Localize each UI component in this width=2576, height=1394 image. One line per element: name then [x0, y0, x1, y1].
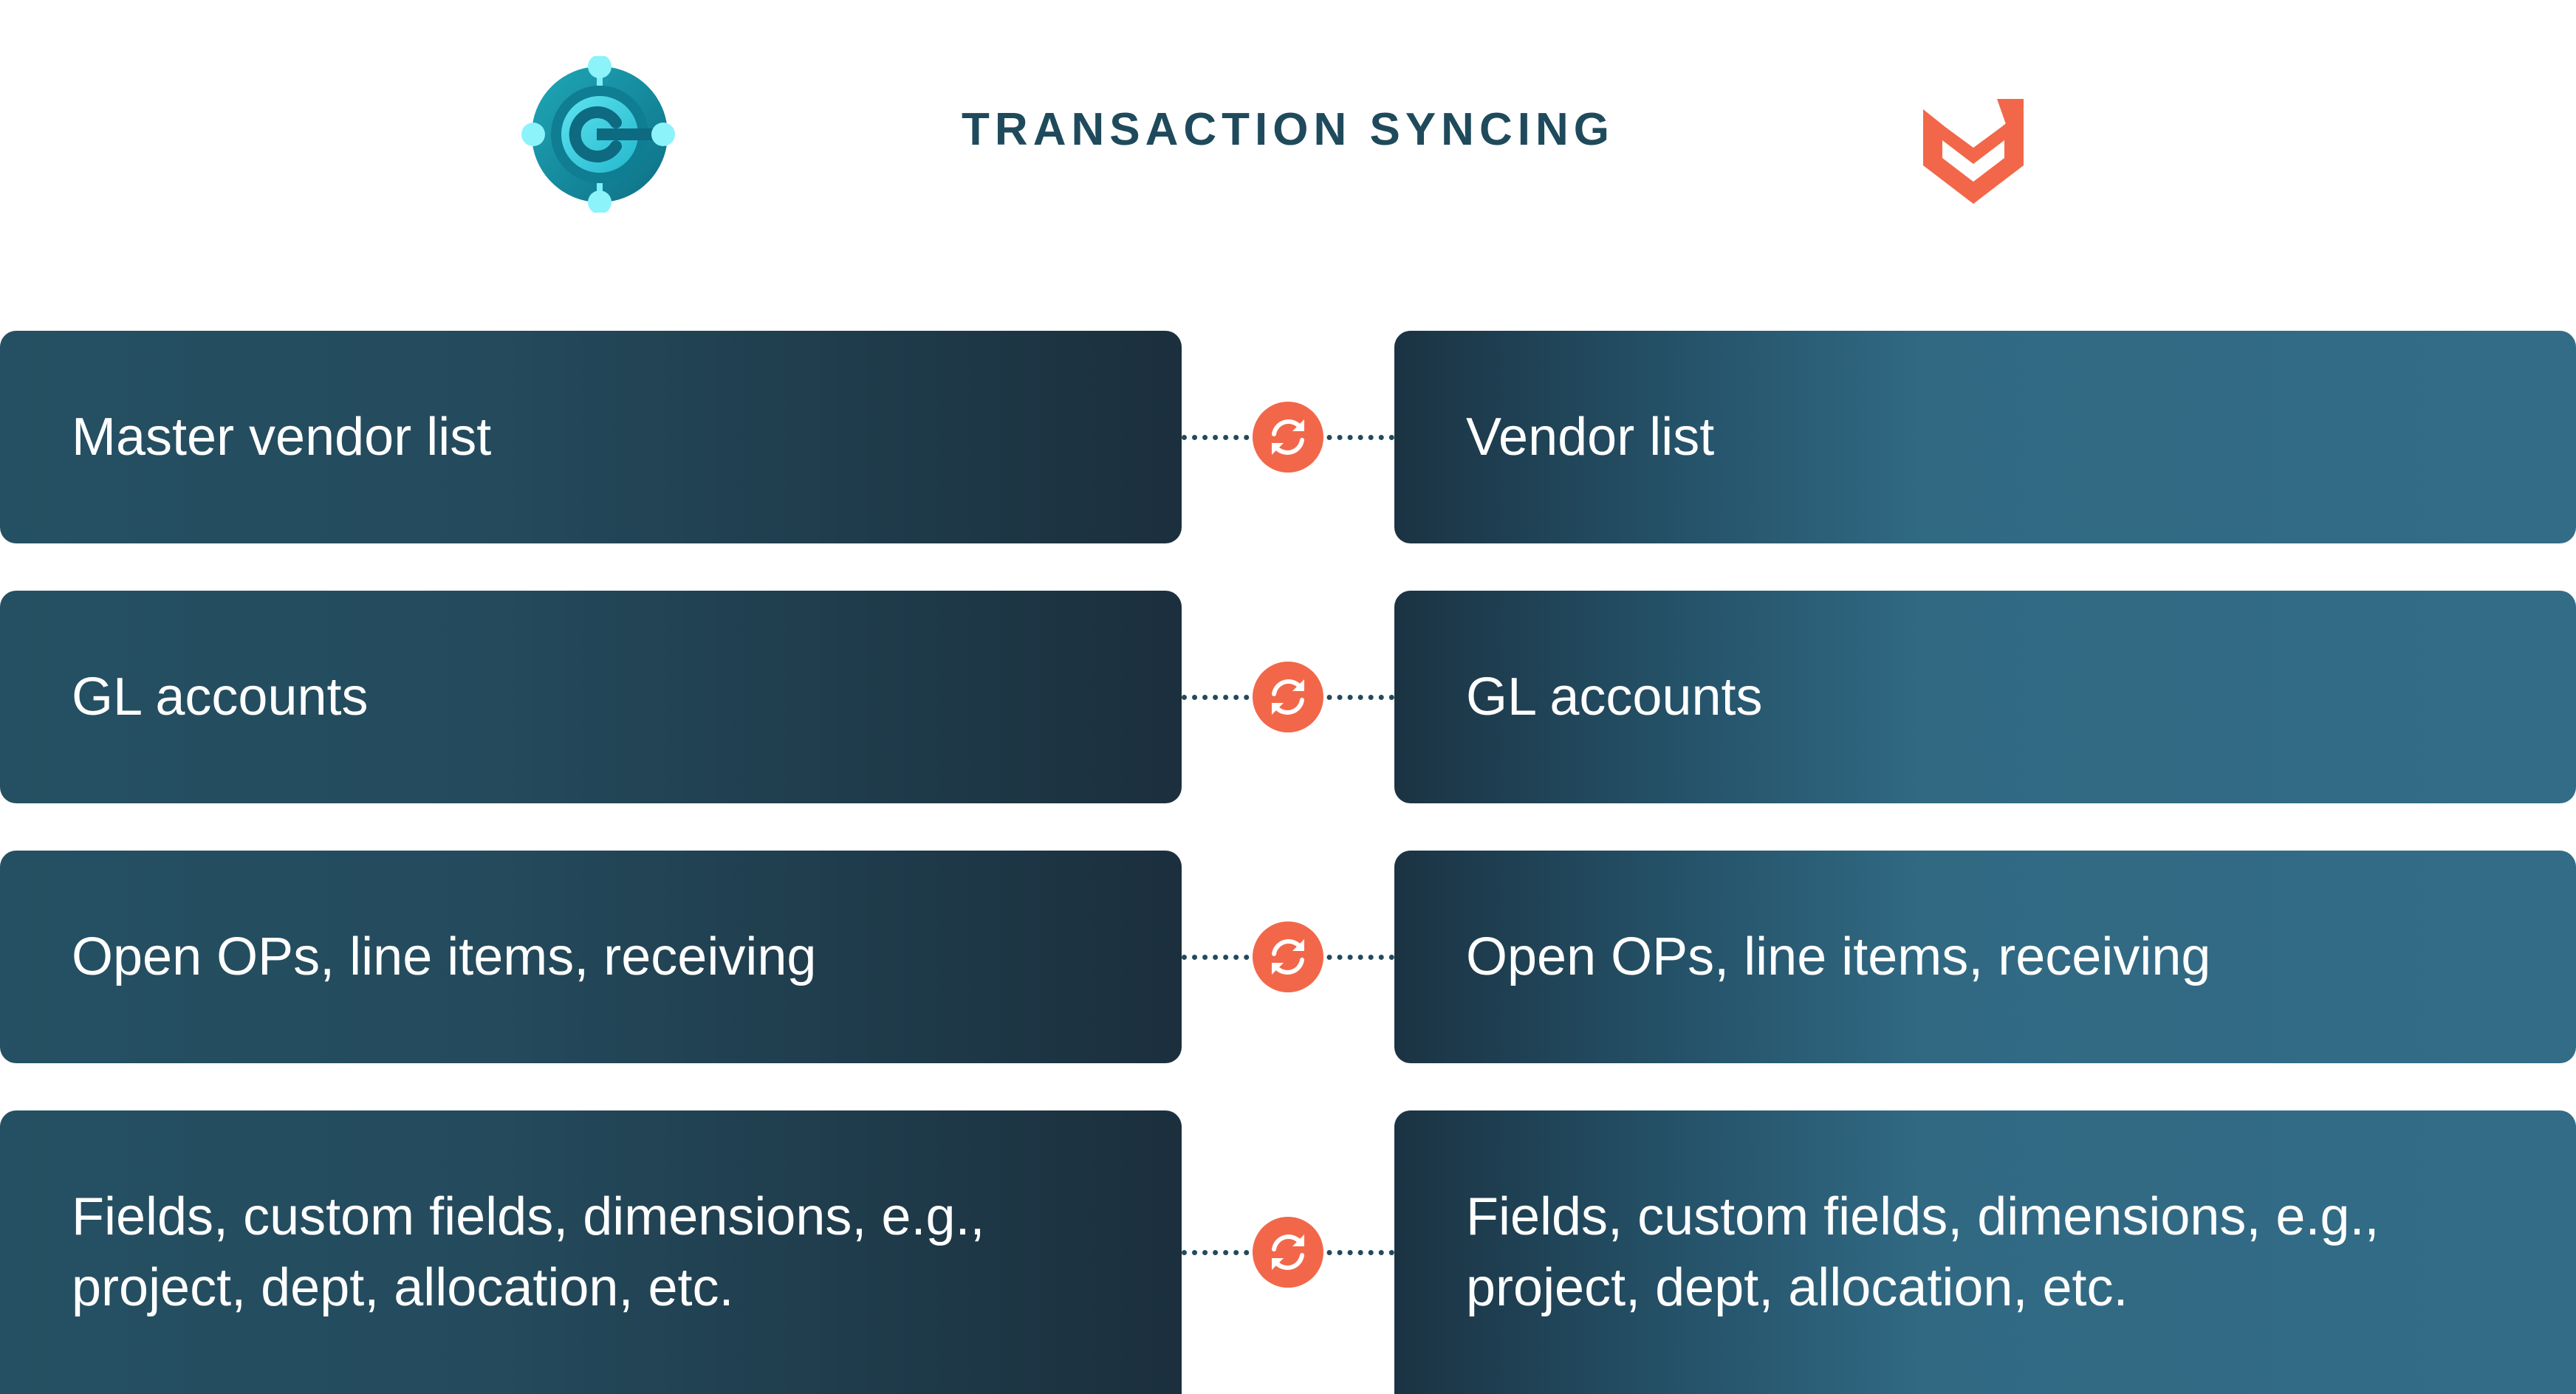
sync-icon: [1253, 1217, 1323, 1288]
target-item-label: GL accounts: [1466, 667, 1763, 727]
sync-icon: [1253, 662, 1323, 732]
page-title: TRANSACTION SYNCING: [962, 104, 1614, 155]
source-item-box: Fields, custom fields, dimensions, e.g.,…: [0, 1110, 1182, 1394]
source-item-box: Open OPs, line items, receiving: [0, 851, 1182, 1063]
sync-connector: [1182, 851, 1394, 1063]
target-item-box: Open OPs, line items, receiving: [1394, 851, 2576, 1063]
business-central-logo-icon: [521, 55, 678, 214]
sync-row: Master vendor list Vendor list: [0, 331, 2576, 543]
source-item-label: Open OPs, line items, receiving: [72, 927, 817, 986]
sync-row: GL accounts GL accounts: [0, 591, 2576, 803]
sync-icon: [1253, 921, 1323, 992]
sync-icon: [1253, 402, 1323, 473]
target-item-box: Vendor list: [1394, 331, 2576, 543]
target-item-label: Fields, custom fields, dimensions, e.g.,…: [1466, 1187, 2380, 1317]
sync-connector: [1182, 1110, 1394, 1394]
source-item-label: Fields, custom fields, dimensions, e.g.,…: [72, 1187, 985, 1317]
target-item-box: Fields, custom fields, dimensions, e.g.,…: [1394, 1110, 2576, 1394]
source-item-box: GL accounts: [0, 591, 1182, 803]
target-item-label: Vendor list: [1466, 408, 1715, 467]
sync-row: Fields, custom fields, dimensions, e.g.,…: [0, 1110, 2576, 1394]
sync-connector: [1182, 331, 1394, 543]
target-item-label: Open OPs, line items, receiving: [1466, 927, 2211, 986]
source-item-label: Master vendor list: [72, 408, 492, 467]
source-item-label: GL accounts: [72, 667, 369, 727]
source-item-box: Master vendor list: [0, 331, 1182, 543]
vendor-portal-logo-icon: [1917, 95, 2029, 210]
sync-connector: [1182, 591, 1394, 803]
target-item-box: GL accounts: [1394, 591, 2576, 803]
sync-row: Open OPs, line items, receiving Open OPs…: [0, 851, 2576, 1063]
